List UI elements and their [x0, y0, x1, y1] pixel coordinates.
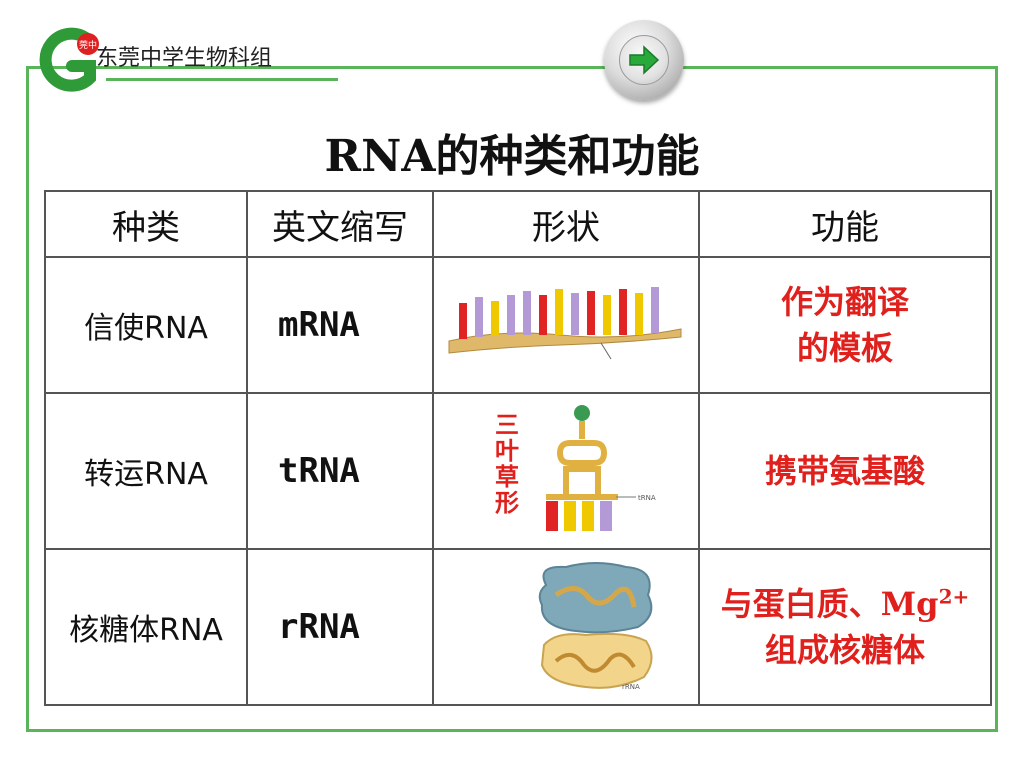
row-abbr: mRNA [246, 256, 434, 394]
function-line: 与蛋白质、Mg2+ [720, 583, 970, 623]
function-line: 的模板 [796, 329, 893, 367]
function-line: 作为翻译 [780, 282, 909, 321]
rrna-shape: rRNA [432, 548, 700, 706]
table-header-row: 种类 英文缩写 形状 功能 [44, 190, 992, 258]
header-shape: 形状 [432, 190, 700, 258]
table-row: 信使RNA mRNA [44, 256, 992, 394]
header-function: 功能 [698, 190, 992, 258]
table-row: 核糖体RNA rRNA rRNA 与蛋白质、Mg2+ 组成核糖体 [44, 548, 992, 706]
mg-charge: 2+ [938, 583, 970, 608]
row-type: 核糖体RNA [44, 548, 248, 706]
arrow-right-icon [629, 45, 660, 75]
logo-badge-text: 莞中 [79, 39, 97, 51]
trna-shape: 三叶草形 tRNA [432, 392, 700, 550]
cloverleaf-label: 三叶草形 [495, 410, 519, 517]
school-name: 东莞中学生物科组 [96, 46, 273, 71]
function-line: 组成核糖体 [764, 631, 925, 669]
page-title: RNA的种类和功能 [324, 131, 700, 182]
row-function: 作为翻译 的模板 [698, 256, 992, 394]
next-slide-button[interactable] [604, 20, 684, 100]
mrna-shape [432, 256, 700, 394]
school-logo: 莞中 [39, 27, 99, 92]
rna-table: 种类 英文缩写 形状 功能 信使RNA mRNA [44, 190, 992, 706]
header-divider [106, 78, 338, 81]
row-type: 信使RNA [44, 256, 248, 394]
row-function: 与蛋白质、Mg2+ 组成核糖体 [698, 548, 992, 706]
row-type: 转运RNA [44, 392, 248, 550]
rrna-tag: rRNA [622, 683, 640, 691]
row-abbr: rRNA [246, 548, 434, 706]
rrna-illustration: rRNA [538, 562, 653, 691]
function-line: 携带氨基酸 [764, 451, 925, 490]
header-abbr: 英文缩写 [246, 190, 434, 258]
mrna-illustration [448, 287, 682, 360]
row-abbr: tRNA [246, 392, 434, 550]
header-type: 种类 [44, 190, 248, 258]
table-row: 转运RNA tRNA 三叶草形 tRNA 携带氨基酸 [44, 392, 992, 550]
row-function: 携带氨基酸 [698, 392, 992, 550]
trna-illustration: tRNA [546, 405, 656, 531]
trna-tag: tRNA [638, 494, 656, 502]
page-frame [26, 66, 998, 732]
